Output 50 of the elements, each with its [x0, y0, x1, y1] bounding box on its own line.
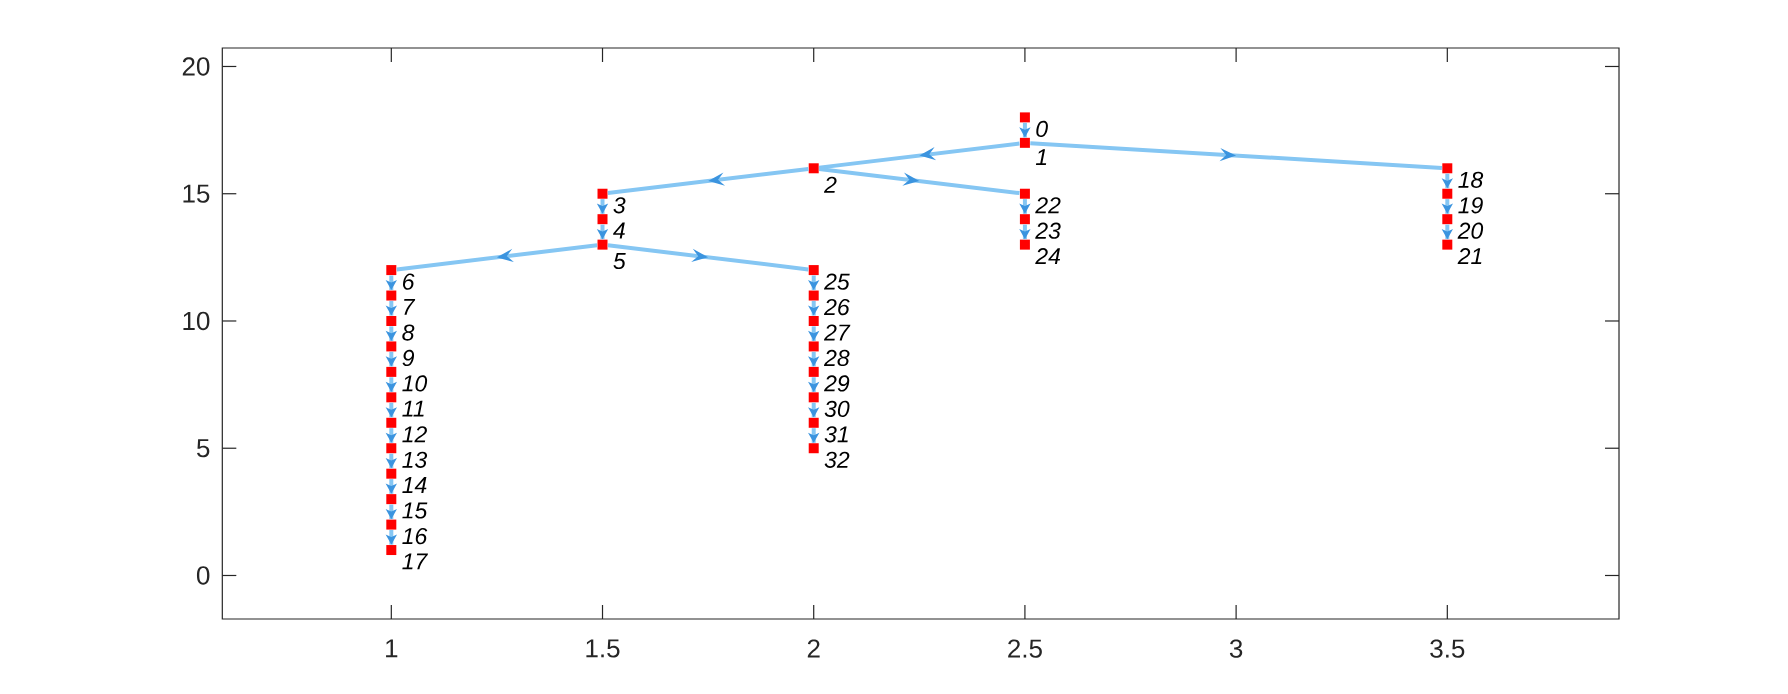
- node-label: 12: [402, 426, 427, 443]
- arrow: [607, 243, 809, 272]
- node-label: 24: [1035, 248, 1060, 265]
- node-label: 10: [402, 375, 428, 392]
- tick-label: 2: [807, 639, 820, 658]
- arrow: [818, 141, 1020, 170]
- tick-label: 3.5: [1430, 639, 1465, 658]
- node-label: 30: [824, 400, 850, 417]
- node-label: 23: [1035, 222, 1061, 239]
- node-label: 16: [402, 528, 428, 545]
- node-label: 17: [402, 553, 428, 570]
- node-label: 6: [403, 273, 415, 290]
- tick-label: 2.5: [1008, 639, 1042, 658]
- node-label: 32: [824, 451, 850, 468]
- node-label: 20: [1457, 222, 1484, 239]
- tick-label: 5: [197, 439, 210, 458]
- node-label: 7: [404, 298, 416, 315]
- node-label: 29: [824, 375, 850, 392]
- node-label: 15: [402, 502, 428, 519]
- node-label: 5: [613, 253, 626, 270]
- arrow: [396, 243, 598, 272]
- tick-label: 1: [386, 639, 398, 658]
- node-label: 18: [1458, 171, 1484, 188]
- tick-label: 10: [183, 311, 210, 331]
- node-label: 3: [613, 197, 626, 214]
- arrow: [1030, 141, 1443, 170]
- tick-label: 20: [182, 57, 210, 76]
- node-label: 26: [824, 298, 850, 316]
- arrow: [607, 166, 809, 196]
- node-label: 4: [613, 222, 625, 239]
- node-label: 9: [402, 349, 415, 367]
- tick-label: 1.5: [586, 639, 620, 658]
- node-label: 8: [402, 324, 415, 341]
- tick-label: 3: [1229, 639, 1243, 658]
- node-label: 28: [824, 349, 850, 367]
- tick-label: 15: [183, 184, 210, 203]
- node-label: 2: [824, 176, 837, 193]
- node-label: 11: [402, 400, 424, 417]
- node-label: 31: [824, 426, 848, 443]
- arrow: [818, 166, 1020, 196]
- node-label: 22: [1035, 197, 1061, 214]
- node-label: 1: [1035, 149, 1047, 166]
- node-label: 13: [402, 451, 428, 468]
- node-label: 0: [1036, 120, 1048, 138]
- node-label: 19: [1458, 197, 1483, 214]
- node-label: 27: [824, 324, 851, 341]
- node-label: 14: [402, 477, 427, 493]
- node-label: 25: [824, 273, 850, 290]
- tick-label: 0: [196, 566, 210, 585]
- node-label: 21: [1457, 248, 1482, 265]
